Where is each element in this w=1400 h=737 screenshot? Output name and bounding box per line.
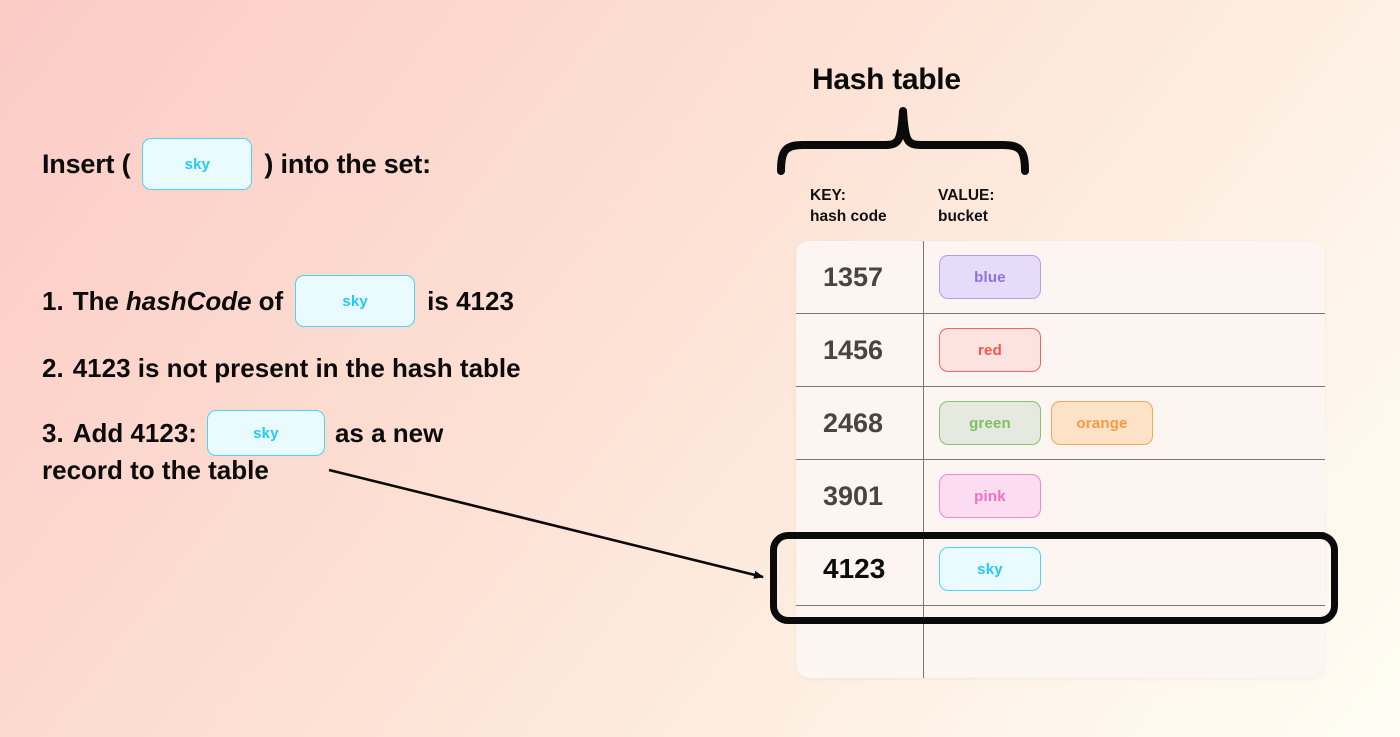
step-1-emphasis: hashCode: [125, 285, 252, 316]
column-header-key-subtitle: hash code: [810, 207, 887, 225]
chip-label: pink: [974, 487, 1006, 505]
step-1-text-before: The: [72, 285, 119, 316]
chip-sky-step3: sky: [206, 410, 325, 456]
table-row[interactable]: 1456 red: [796, 314, 1325, 387]
step-1: 1. The hashCode of sky is 4123: [42, 275, 514, 327]
hash-key-cell: 2468: [796, 387, 924, 459]
hash-key-cell: 1456: [796, 314, 924, 386]
chip-label: green: [969, 414, 1011, 432]
chip-blue: blue: [939, 255, 1041, 299]
chip-sky-headline: sky: [142, 138, 253, 190]
step-3-text-before: Add 4123:: [72, 417, 197, 448]
curly-brace-icon: [777, 107, 1029, 175]
chip-green: green: [939, 401, 1041, 445]
explanation-panel: Insert ( sky ) into the set: 1. The hash…: [42, 0, 742, 737]
headline-insert: Insert ( sky ) into the set:: [42, 138, 431, 190]
chip-label: orange: [1076, 414, 1128, 432]
step-1-text-after: is 4123: [427, 285, 514, 316]
chip-label: red: [978, 341, 1002, 359]
column-header-value-title: VALUE:: [938, 187, 995, 204]
chip-orange: orange: [1051, 401, 1153, 445]
step-1-text-mid: of: [258, 285, 284, 316]
step-2: 2. 4123 is not present in the hash table: [42, 353, 521, 384]
bucket-cell: green orange: [924, 387, 1325, 459]
chip-label: sky: [253, 424, 279, 442]
step-3-line2: record to the table: [42, 455, 269, 486]
step-3-text-line2: record to the table: [42, 455, 269, 485]
table-row[interactable]: 1357 blue: [796, 241, 1325, 314]
bucket-cell: [924, 606, 1325, 678]
step-1-number: 1.: [42, 285, 64, 316]
table-row[interactable]: [796, 606, 1325, 678]
bucket-cell: sky: [924, 533, 1325, 605]
chip-label: blue: [974, 268, 1006, 286]
step-3: 3. Add 4123: sky as a new: [42, 410, 443, 456]
column-header-key-title: KEY:: [810, 187, 846, 204]
column-header-value: VALUE: bucket: [938, 186, 995, 228]
hash-table-title: Hash table: [812, 63, 961, 96]
chip-red: red: [939, 328, 1041, 372]
table-row[interactable]: 3901 pink: [796, 460, 1325, 533]
bucket-cell: red: [924, 314, 1325, 386]
step-2-number: 2.: [42, 353, 64, 383]
hash-key-cell: 4123: [796, 533, 924, 605]
chip-sky-step1: sky: [295, 275, 416, 327]
hash-key-cell: 1357: [796, 241, 924, 313]
table-row[interactable]: 4123 sky: [796, 533, 1325, 606]
step-3-number: 3.: [42, 417, 64, 448]
hash-key-cell: 3901: [796, 460, 924, 532]
hash-table: 1357 blue 1456 red 2468 green orange 3901 pink 41…: [796, 241, 1325, 678]
headline-text-after: ) into the set:: [264, 148, 431, 179]
chip-label: sky: [977, 560, 1003, 578]
step-3-text-after: as a new: [334, 417, 444, 448]
chip-label: sky: [342, 292, 368, 310]
chip-pink: pink: [939, 474, 1041, 518]
hash-key-cell: [796, 606, 924, 678]
step-2-text: 4123 is not present in the hash table: [72, 353, 521, 383]
bucket-cell: pink: [924, 460, 1325, 532]
table-row[interactable]: 2468 green orange: [796, 387, 1325, 460]
column-header-value-subtitle: bucket: [938, 207, 988, 225]
headline-text-before: Insert (: [42, 148, 131, 179]
chip-sky: sky: [939, 547, 1041, 591]
column-header-key: KEY: hash code: [810, 186, 887, 228]
bucket-cell: blue: [924, 241, 1325, 313]
chip-label: sky: [184, 155, 211, 173]
